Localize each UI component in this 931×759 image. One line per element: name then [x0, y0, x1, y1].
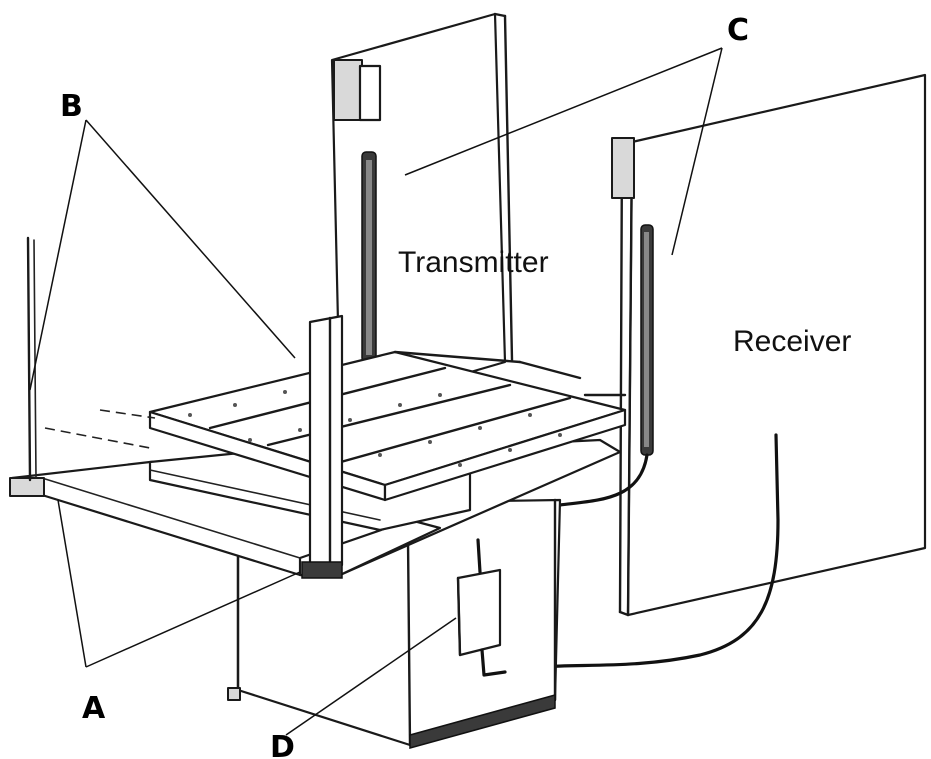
label-d: D [270, 730, 295, 759]
front-post [301, 314, 344, 579]
label-b: B [60, 89, 83, 124]
label-c: C [727, 13, 749, 48]
receiver-panel [611, 73, 927, 617]
controller-box [456, 538, 507, 677]
transmitter-panel [330, 12, 514, 412]
centerlines [44, 409, 156, 449]
label-receiver: Receiver [733, 325, 851, 358]
leader-lines [29, 47, 723, 736]
label-transmitter: Transmitter [398, 246, 549, 279]
label-a: A [82, 691, 106, 726]
left-rod [26, 236, 37, 482]
